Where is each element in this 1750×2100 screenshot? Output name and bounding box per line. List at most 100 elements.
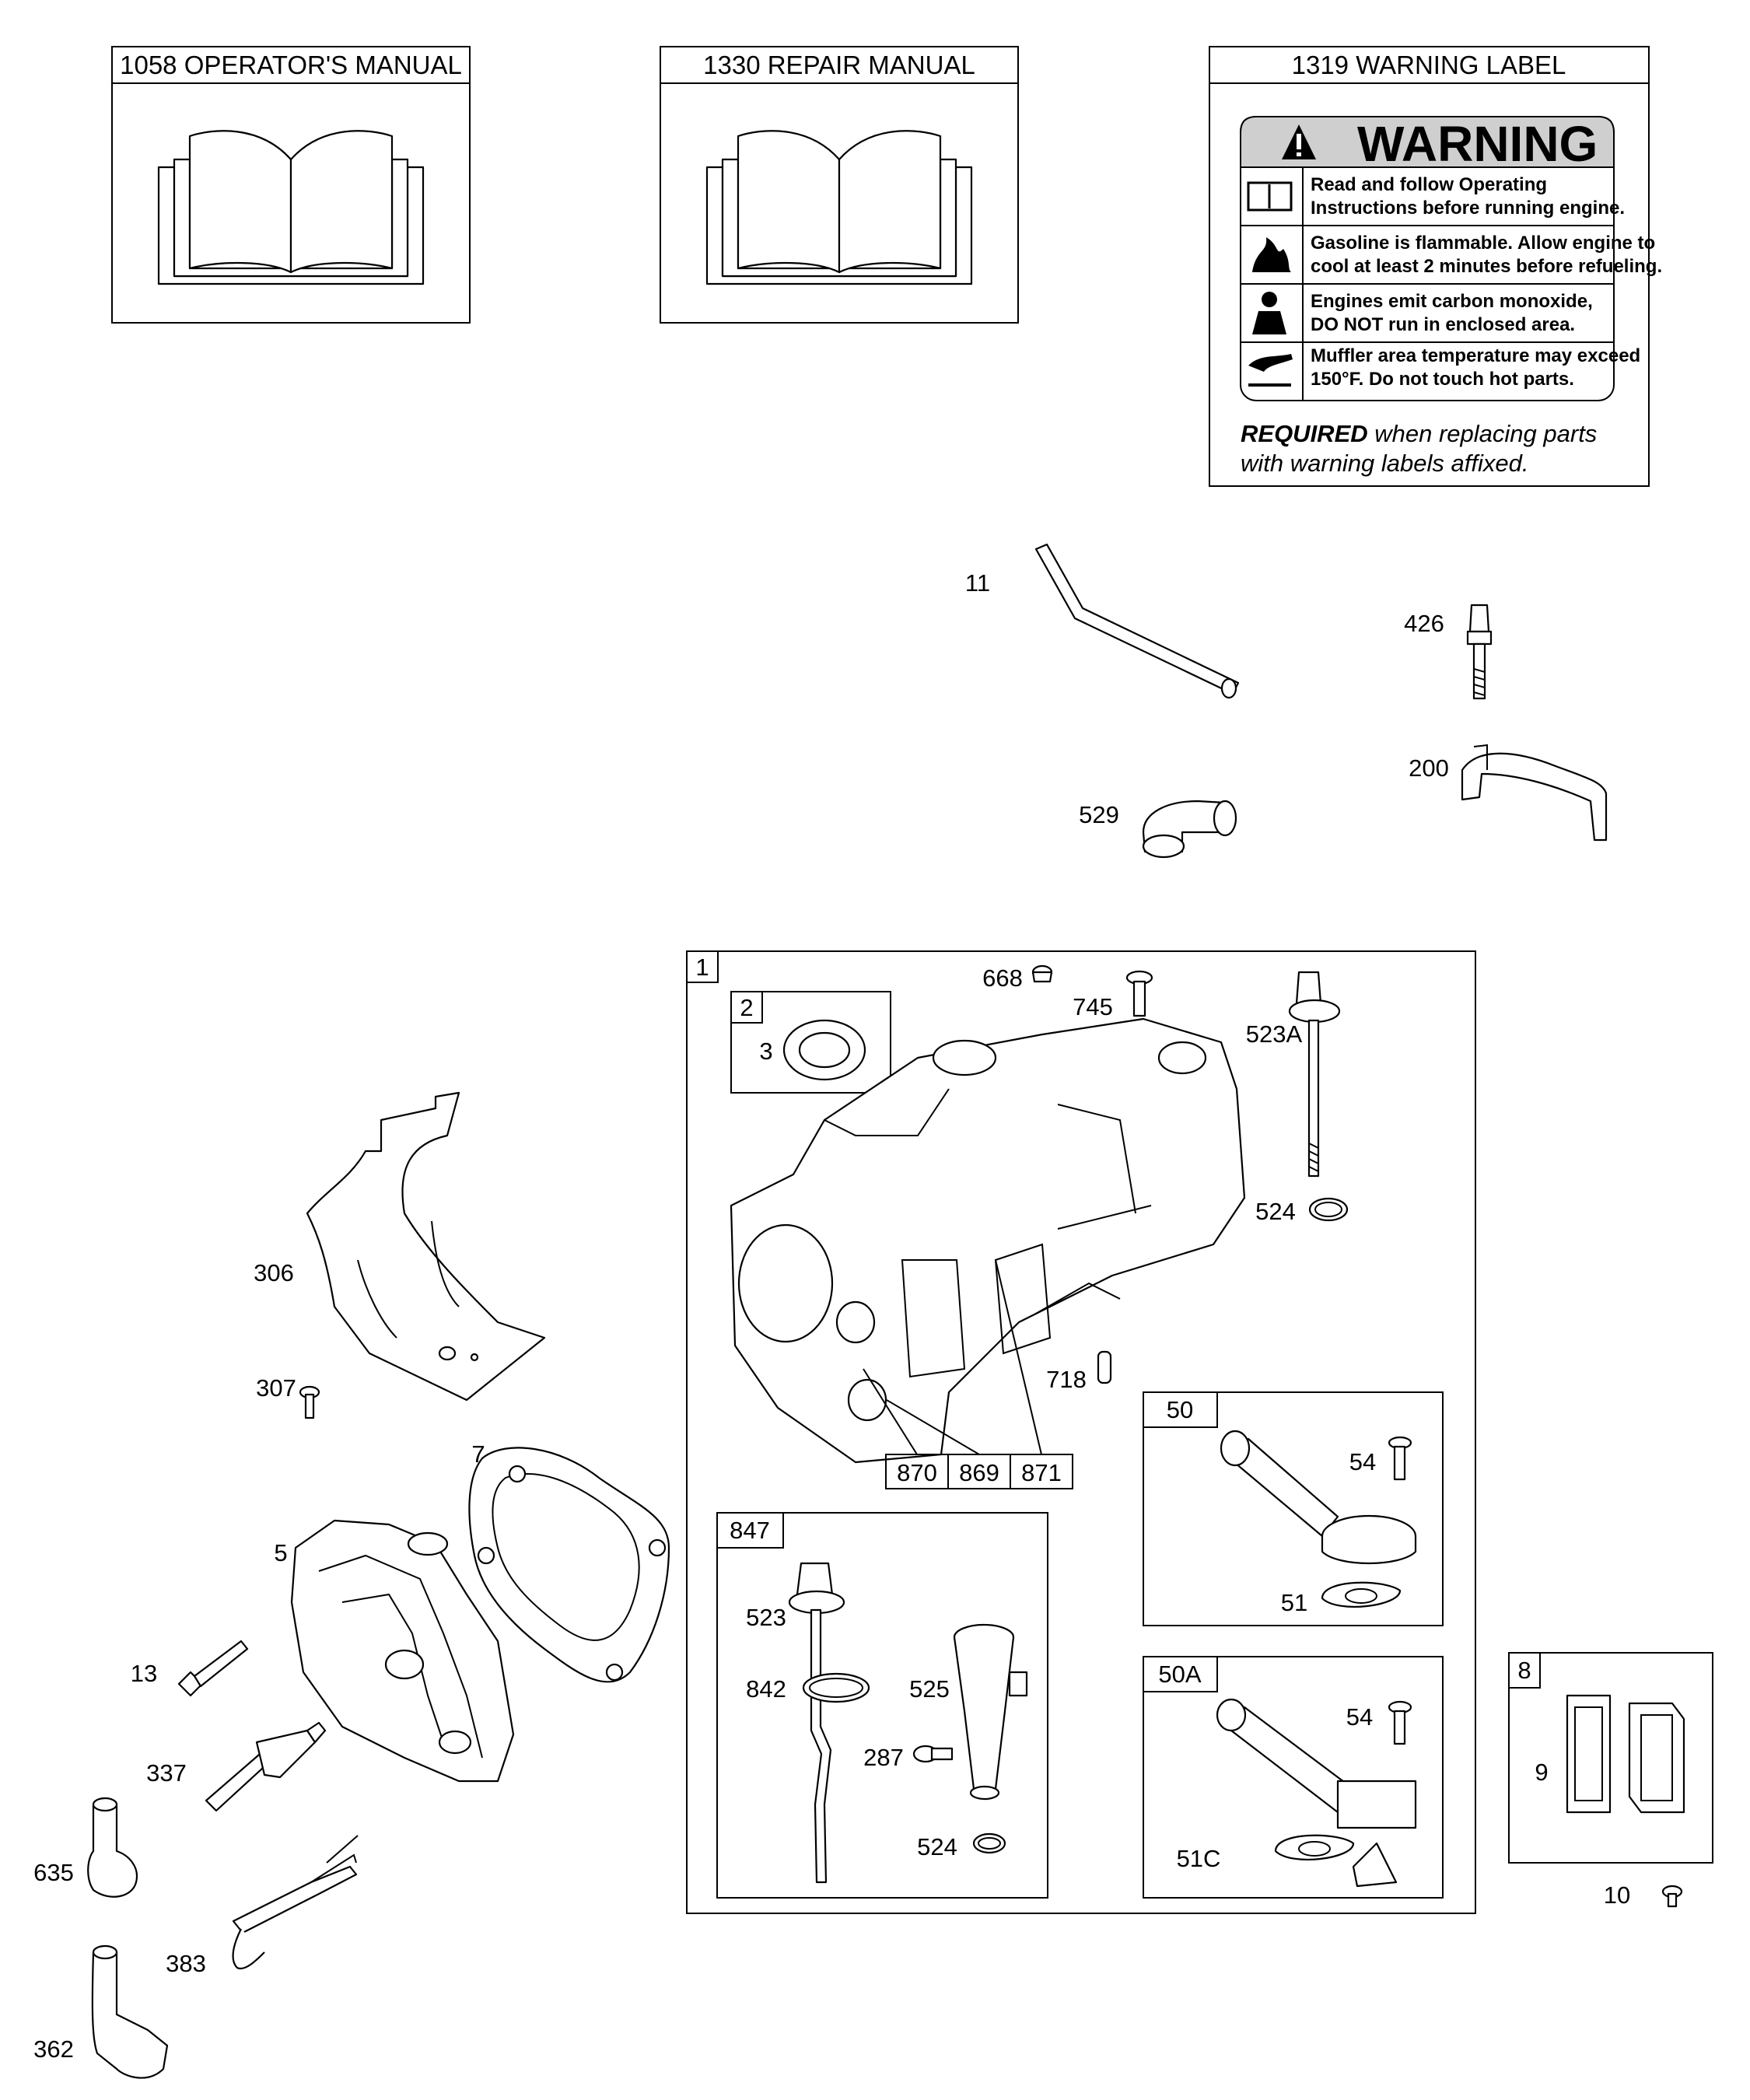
part-10-screw	[1661, 1885, 1683, 1908]
part-525-tube	[953, 1623, 1028, 1801]
label-287: 287	[863, 1744, 904, 1771]
label-51: 51	[1281, 1589, 1307, 1616]
label-635: 635	[33, 1859, 74, 1886]
flame-pictogram-icon	[1252, 237, 1291, 272]
part-3-seal	[782, 1019, 866, 1081]
label-3: 3	[759, 1038, 772, 1065]
warning-label-title: 1319 WARNING LABEL	[1292, 51, 1566, 79]
label-13: 13	[131, 1660, 157, 1687]
kit-8-label: 8	[1517, 1657, 1531, 1684]
part-524-oring	[1308, 1197, 1349, 1222]
repair-manual-box: 1330 REPAIR MANUAL	[660, 46, 1019, 324]
required-rest: when replacing parts	[1368, 420, 1598, 447]
part-337-spark-plug	[205, 1721, 327, 1812]
label-7: 7	[471, 1440, 485, 1468]
part-523a-dipstick	[1288, 971, 1341, 1178]
label-362: 362	[33, 2035, 74, 2063]
label-9: 9	[1535, 1759, 1548, 1786]
operators-manual-title: 1058 OPERATOR'S MANUAL	[120, 51, 462, 79]
label-842: 842	[746, 1675, 786, 1703]
hand-heat-pictogram-icon	[1248, 354, 1293, 387]
kit-1-label: 1	[695, 954, 709, 981]
part-crankcase-block	[730, 1017, 1246, 1464]
warning-heading: WARNING	[1357, 116, 1598, 172]
part-745-screw	[1125, 970, 1153, 1017]
part-307-screw	[299, 1385, 320, 1419]
label-11: 11	[965, 569, 990, 597]
required-note-line-2: with warning labels affixed.	[1241, 450, 1528, 477]
part-50-tube	[1220, 1430, 1417, 1565]
part-50a-tube	[1216, 1698, 1417, 1829]
part-718-pin	[1097, 1350, 1112, 1384]
kit-847-label: 847	[730, 1517, 770, 1544]
box-869-label: 869	[959, 1459, 999, 1486]
book-icon	[157, 130, 425, 285]
part-524-oring-b	[972, 1832, 1006, 1854]
manual-pictogram-icon	[1247, 181, 1293, 212]
warning-line-2a: Gasoline is flammable. Allow engine to	[1311, 233, 1655, 254]
part-200-bracket	[1461, 744, 1608, 842]
part-383-tool	[232, 1835, 359, 1970]
kit-2-label: 2	[740, 994, 753, 1021]
label-54-a: 54	[1349, 1448, 1376, 1475]
warning-label-box: 1319 WARNING LABEL WARNING Read an	[1209, 46, 1662, 487]
warning-line-3a: Engines emit carbon monoxide,	[1311, 291, 1593, 312]
part-51-gasket	[1321, 1581, 1402, 1608]
person-pictogram-icon	[1252, 292, 1286, 334]
warning-line-2b: cool at least 2 minutes before refueling…	[1311, 256, 1662, 277]
label-426: 426	[1404, 610, 1444, 637]
warning-line-4a: Muffler area temperature may exceed	[1311, 345, 1640, 366]
label-745: 745	[1073, 993, 1113, 1020]
required-note-line-1: REQUIRED when replacing parts	[1241, 420, 1597, 447]
part-51c-gasket	[1274, 1834, 1398, 1888]
label-5: 5	[274, 1539, 287, 1566]
part-523-dipstick	[788, 1562, 845, 1884]
part-54-screw	[1388, 1436, 1412, 1481]
kit-847-box: 847	[716, 1512, 1048, 1899]
warning-line-1b: Instructions before running engine.	[1311, 198, 1625, 219]
part-13-bolt	[177, 1640, 249, 1697]
warning-line-3b: DO NOT run in enclosed area.	[1311, 314, 1575, 335]
label-306: 306	[254, 1259, 294, 1286]
label-718: 718	[1046, 1366, 1087, 1393]
part-635-boot	[87, 1797, 138, 1898]
part-529-elbow	[1142, 800, 1237, 859]
part-426-screw	[1466, 604, 1493, 700]
label-523: 523	[746, 1604, 786, 1631]
warning-line-4b: 150°F. Do not touch hot parts.	[1311, 369, 1574, 390]
label-668: 668	[982, 964, 1023, 992]
label-529: 529	[1079, 801, 1119, 828]
label-10: 10	[1604, 1881, 1630, 1909]
sub-part-boxes: 870 869 871	[863, 1259, 1073, 1489]
kit-8-box: 8	[1508, 1652, 1713, 1864]
label-523a: 523A	[1246, 1020, 1303, 1048]
book-icon	[705, 130, 973, 285]
label-307: 307	[256, 1374, 296, 1402]
label-524-b: 524	[917, 1833, 957, 1860]
warning-triangle-icon	[1282, 124, 1316, 159]
part-287-screw	[912, 1745, 954, 1763]
callout-labels: 11 426 200 529 668 745 523A 3 524 718 54…	[33, 569, 1630, 2063]
label-337: 337	[146, 1759, 187, 1787]
kit-50a-label: 50A	[1158, 1661, 1201, 1688]
part-362-boot	[91, 1944, 169, 2079]
warning-line-1a: Read and follow Operating	[1311, 174, 1547, 195]
box-871-label: 871	[1021, 1459, 1062, 1486]
label-51c: 51C	[1177, 1845, 1221, 1872]
part-5-cylinder-head	[290, 1519, 515, 1783]
part-842-oring	[802, 1672, 870, 1703]
kit-1-box: 1	[686, 950, 1476, 1914]
part-306-shield	[306, 1091, 546, 1402]
part-54-screw-b	[1388, 1700, 1412, 1745]
label-525: 525	[909, 1675, 950, 1703]
label-200: 200	[1409, 754, 1449, 782]
part-7-gasket	[468, 1447, 670, 1683]
part-9-gasket	[1566, 1694, 1612, 1814]
kit-50-box: 50	[1143, 1391, 1444, 1626]
operators-manual-box: 1058 OPERATOR'S MANUAL	[111, 46, 471, 324]
kit-50-label: 50	[1167, 1396, 1193, 1423]
part-8-cover	[1628, 1702, 1685, 1814]
label-383: 383	[166, 1950, 206, 1977]
